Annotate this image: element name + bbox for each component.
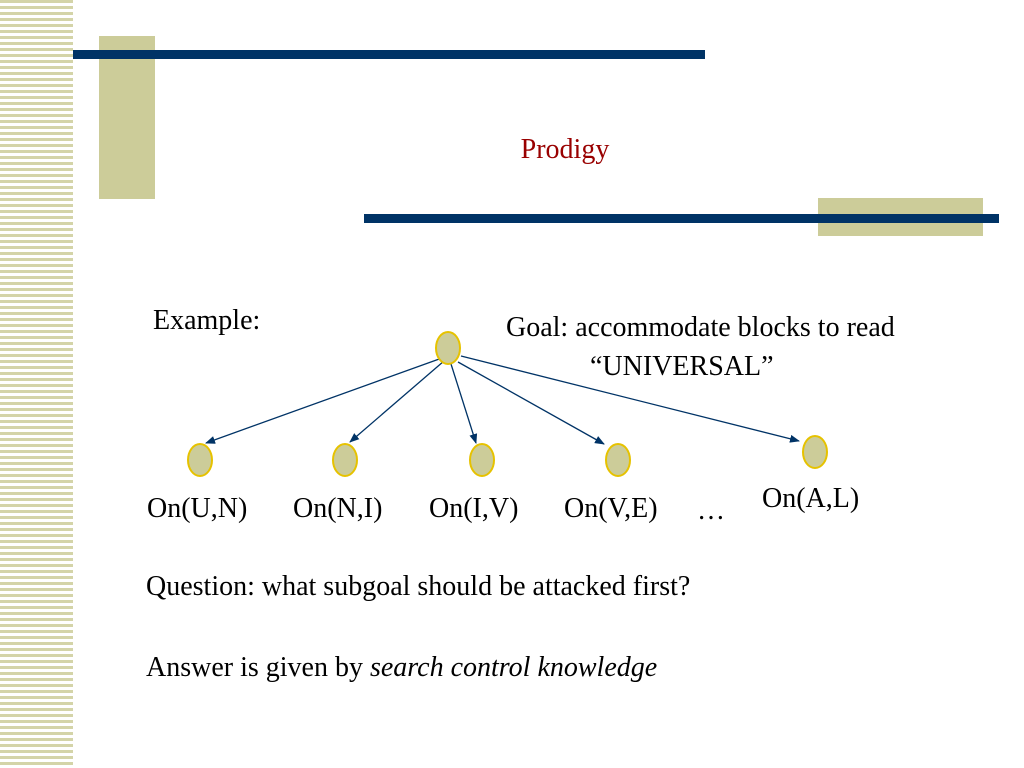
child-node-5 <box>802 435 828 469</box>
child-node-4 <box>605 443 631 477</box>
ellipsis: … <box>697 495 725 526</box>
goal-line-2: “UNIVERSAL” <box>590 351 774 382</box>
question-text: Question: what subgoal should be attacke… <box>146 571 691 602</box>
child-node-3 <box>469 443 495 477</box>
edge-5 <box>460 355 800 443</box>
answer-prefix: Answer is given by <box>146 652 370 683</box>
decorative-stripes <box>0 0 73 768</box>
decorative-bar-right <box>364 214 999 223</box>
child-label-3: On(I,V) <box>429 493 519 524</box>
edge-2 <box>349 360 445 443</box>
edge-3 <box>450 363 478 444</box>
child-node-1 <box>187 443 213 477</box>
child-label-2: On(N,I) <box>293 493 383 524</box>
slide-title: Prodigy <box>520 134 610 165</box>
decorative-block-top <box>99 36 155 199</box>
root-node <box>435 331 461 365</box>
example-label: Example: <box>153 305 261 336</box>
decorative-bar-top <box>73 50 705 59</box>
goal-line-1: Goal: accommodate blocks to read <box>506 312 895 343</box>
answer-emphasis: search control knowledge <box>369 652 658 683</box>
edge-4 <box>457 361 605 445</box>
child-node-2 <box>332 443 358 477</box>
edge-1 <box>205 357 443 444</box>
child-label-5: On(A,L) <box>762 483 860 514</box>
child-label-1: On(U,N) <box>147 493 248 524</box>
answer-text: Answer is given by search control knowle… <box>146 652 658 684</box>
child-label-4: On(V,E) <box>564 493 658 524</box>
